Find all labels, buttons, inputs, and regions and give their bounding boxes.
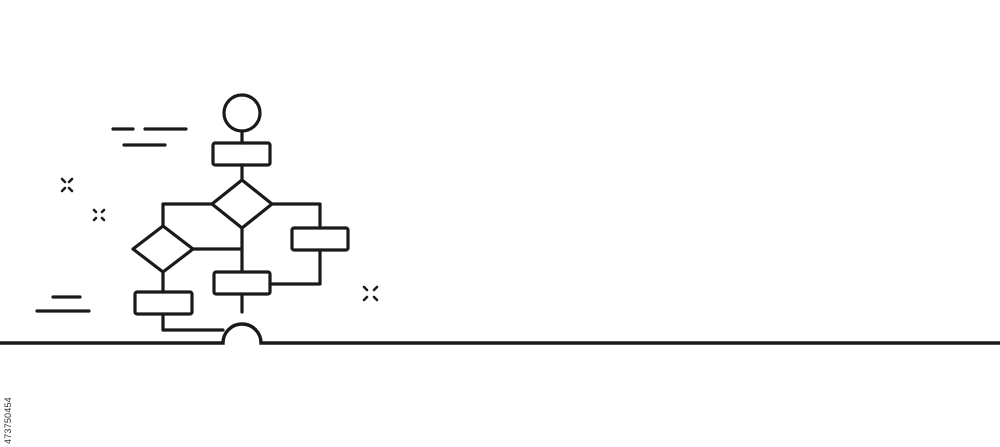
stock-id-watermark: 473750454 xyxy=(3,397,13,444)
flowchart-decision-node xyxy=(131,224,195,274)
sparkle-icon xyxy=(60,177,379,302)
flowchart-process-box xyxy=(133,290,194,316)
speed-lines-icon xyxy=(35,127,188,313)
flowchart-icon xyxy=(131,93,350,332)
flowchart-process-box xyxy=(211,141,272,167)
flowchart-start-node xyxy=(222,93,262,133)
baseline xyxy=(0,322,1000,345)
flowchart-decision-node xyxy=(210,178,274,230)
flowchart-process-box xyxy=(212,270,272,296)
flowchart-process-box xyxy=(290,226,350,252)
